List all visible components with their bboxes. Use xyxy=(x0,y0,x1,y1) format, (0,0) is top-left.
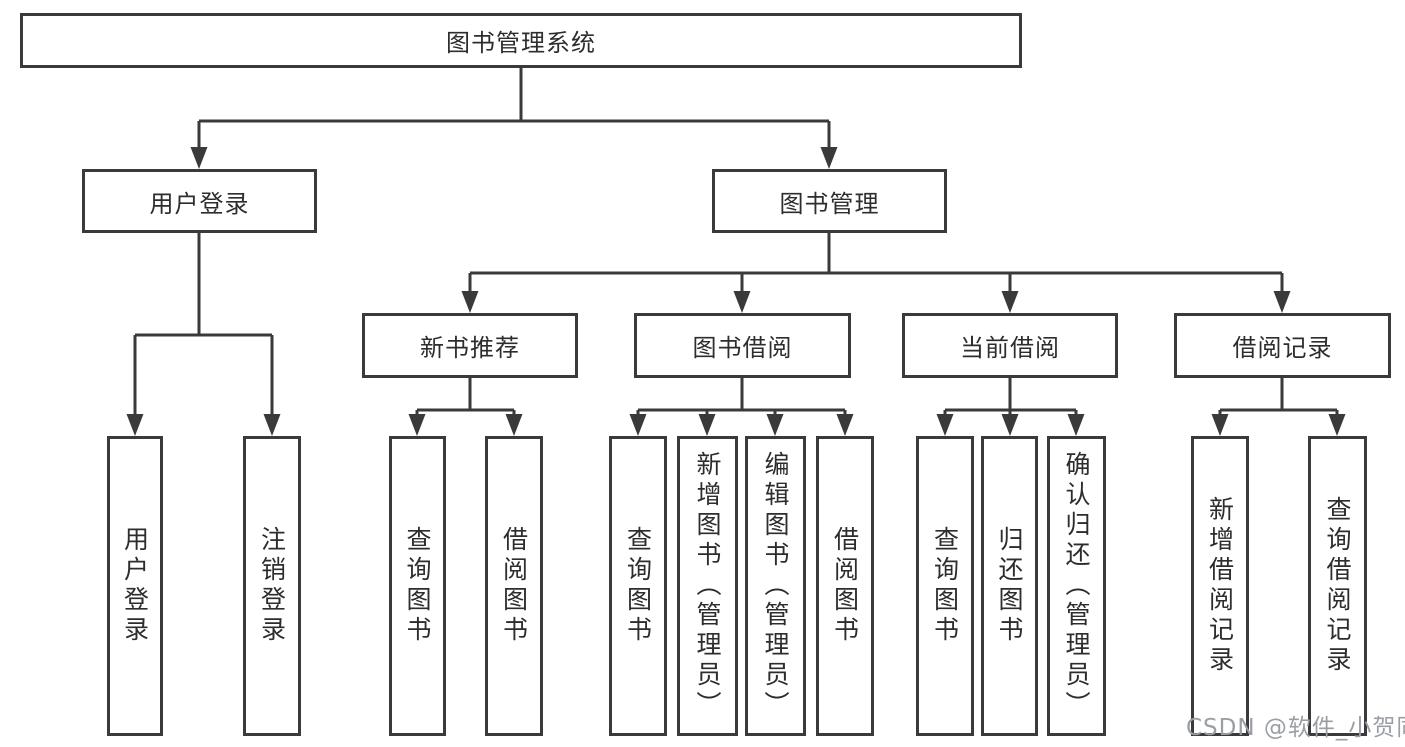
leaf-borrowing-query-books: 查询图书 xyxy=(609,436,667,736)
leaf-confirm-return-admin-label: 确认归还（管理员） xyxy=(1062,451,1091,721)
leaf-return-books-label: 归还图书 xyxy=(995,526,1024,646)
leaf-recommend-borrow-books-label: 借阅图书 xyxy=(499,526,529,646)
leaf-logout: 注销登录 xyxy=(243,436,301,736)
leaf-user-login-label: 用户登录 xyxy=(120,526,150,646)
leaf-recommend-query-books: 查询图书 xyxy=(389,436,446,736)
leaf-edit-books-admin-label: 编辑图书（管理员） xyxy=(761,451,790,721)
node-user-login: 用户登录 xyxy=(82,169,317,233)
leaf-logout-label: 注销登录 xyxy=(257,526,287,646)
leaf-confirm-return-admin: 确认归还（管理员） xyxy=(1047,436,1106,736)
leaf-add-books-admin-label: 新增图书（管理员） xyxy=(693,451,722,721)
node-book-borrowing: 图书借阅 xyxy=(634,313,851,378)
leaf-recommend-query-books-label: 查询图书 xyxy=(403,526,432,646)
leaf-return-books: 归还图书 xyxy=(981,436,1038,736)
node-book-management-label: 图书管理 xyxy=(779,189,880,218)
leaf-borrowing-query-books-label: 查询图书 xyxy=(623,526,653,646)
node-current-borrowing: 当前借阅 xyxy=(902,313,1118,378)
leaf-query-borrow-record-label: 查询借阅记录 xyxy=(1323,496,1352,676)
leaf-edit-books-admin: 编辑图书（管理员） xyxy=(745,436,806,736)
node-new-book-recommend: 新书推荐 xyxy=(362,313,578,378)
node-book-management: 图书管理 xyxy=(712,169,947,233)
leaf-query-borrow-record: 查询借阅记录 xyxy=(1308,436,1367,736)
leaf-borrowing-borrow-books-label: 借阅图书 xyxy=(830,526,860,646)
csdn-watermark: CSDN @软件_小贺同学 xyxy=(1186,715,1405,741)
leaf-current-query-books: 查询图书 xyxy=(916,436,974,736)
node-user-login-label: 用户登录 xyxy=(149,189,250,218)
leaf-add-books-admin: 新增图书（管理员） xyxy=(677,436,738,736)
leaf-add-borrow-record: 新增借阅记录 xyxy=(1191,436,1249,736)
leaf-recommend-borrow-books: 借阅图书 xyxy=(485,436,543,736)
node-current-borrowing-label: 当前借阅 xyxy=(960,334,1060,362)
node-borrowing-records: 借阅记录 xyxy=(1174,313,1391,378)
leaf-borrowing-borrow-books: 借阅图书 xyxy=(816,436,874,736)
leaf-add-borrow-record-label: 新增借阅记录 xyxy=(1205,496,1235,676)
node-book-borrowing-label: 图书借阅 xyxy=(692,334,793,362)
node-library-system: 图书管理系统 xyxy=(20,13,1022,68)
leaf-current-query-books-label: 查询图书 xyxy=(930,526,960,646)
node-library-system-label: 图书管理系统 xyxy=(446,29,596,57)
leaf-user-login: 用户登录 xyxy=(107,436,163,736)
node-new-book-recommend-label: 新书推荐 xyxy=(420,334,520,362)
node-borrowing-records-label: 借阅记录 xyxy=(1232,334,1333,362)
